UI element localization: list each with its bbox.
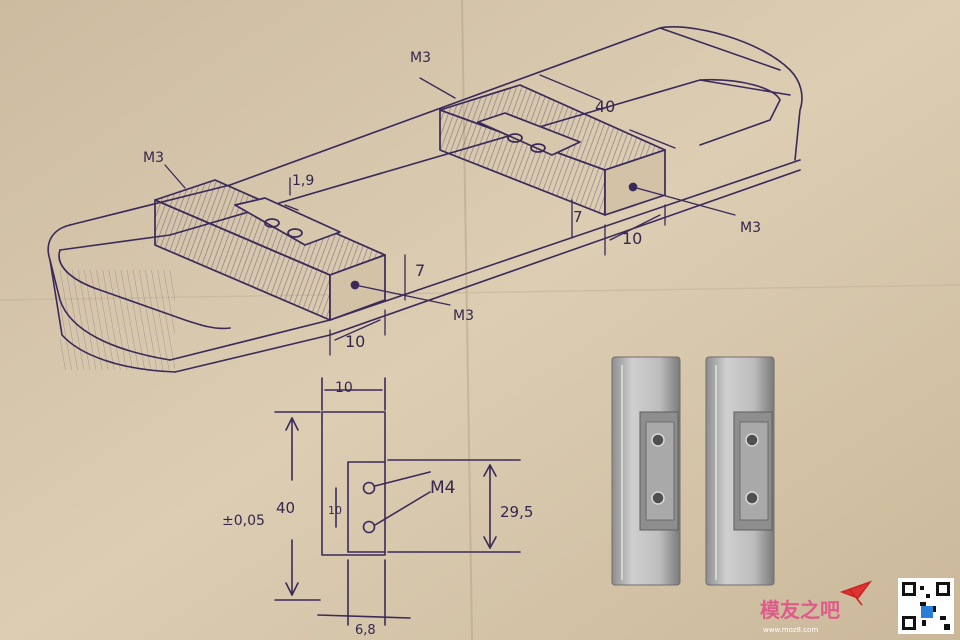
label-7-left: 7 xyxy=(415,261,425,280)
watermark-url: www.moz8.com xyxy=(763,626,818,634)
label-10-left: 10 xyxy=(345,332,365,351)
qr-code-icon xyxy=(898,578,954,634)
label-40-side: 40 xyxy=(276,499,295,517)
watermark-brand: 模友之吧 xyxy=(760,598,840,622)
label-40-iso: 40 xyxy=(595,97,615,116)
left-block-sketch xyxy=(154,179,386,321)
label-7-right: 7 xyxy=(573,208,583,226)
label-m3-right-top: M3 xyxy=(410,50,431,66)
aluminum-part-left xyxy=(611,356,681,586)
label-m3-left-top: M3 xyxy=(143,150,164,166)
label-10-right: 10 xyxy=(622,229,642,248)
label-10-top: 10 xyxy=(335,380,353,396)
label-10-holes: 10 xyxy=(328,504,342,517)
tray-sketch xyxy=(47,26,803,373)
iso-dimension-lines xyxy=(164,74,736,356)
label-29-5: 29,5 xyxy=(500,503,533,521)
side-view-sketch xyxy=(274,377,521,626)
label-tolerance: ±0,05 xyxy=(222,513,265,529)
label-m4: M4 xyxy=(430,478,455,498)
label-1-9: 1,9 xyxy=(292,173,314,189)
label-m3-right-side: M3 xyxy=(740,220,761,236)
label-6-8: 6,8 xyxy=(355,623,376,638)
right-block-sketch xyxy=(439,84,666,216)
watermark: 模友之吧 www.moz8.com xyxy=(760,578,954,634)
label-m3-left-side: M3 xyxy=(453,308,474,324)
plane-logo-icon xyxy=(839,580,873,606)
aluminum-part-right xyxy=(705,356,775,586)
